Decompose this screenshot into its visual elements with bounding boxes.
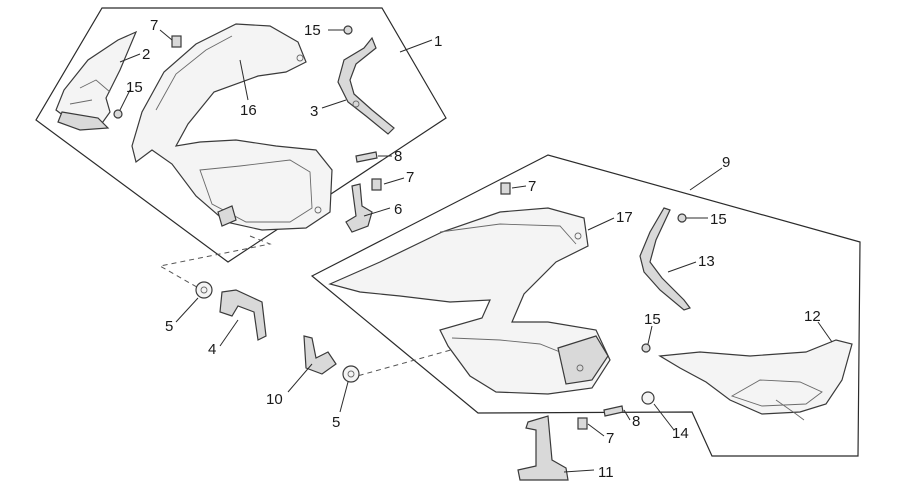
part-4-bracket xyxy=(219,289,267,341)
callout-16: 16 xyxy=(240,102,257,119)
part-5-grommet-center xyxy=(342,365,360,383)
part-17-lower-fairing xyxy=(328,207,611,395)
part-11-support-bracket xyxy=(517,415,569,481)
part-8-screw-upper xyxy=(355,151,378,163)
callout-11: 11 xyxy=(598,464,614,481)
part-12-belly-panel xyxy=(658,339,853,421)
callout-15-right: 15 xyxy=(710,211,727,228)
callout-17: 17 xyxy=(616,209,633,226)
part-15-nut-left xyxy=(113,109,123,119)
callout-5-left: 5 xyxy=(165,318,173,335)
part-15-nut-right xyxy=(677,213,687,223)
part-7-clip-mid xyxy=(371,178,382,191)
part-15-nut-lower xyxy=(641,343,651,353)
part-8-screw-lower xyxy=(603,405,624,417)
callout-7-lower-fairing: 7 xyxy=(528,178,536,195)
alignment-line-lower xyxy=(349,347,459,379)
callout-15-upper: 15 xyxy=(304,22,321,39)
callout-5-center: 5 xyxy=(332,414,340,431)
upper-fairing-assembly-frame xyxy=(35,7,447,263)
part-16-upper-fairing xyxy=(131,23,333,231)
alignment-line-upper xyxy=(158,235,272,291)
callout-14: 14 xyxy=(672,425,689,442)
callout-4: 4 xyxy=(208,341,216,358)
callout-12: 12 xyxy=(804,308,821,325)
part-13-bracket xyxy=(639,207,691,311)
part-7-clip-upper xyxy=(171,35,182,48)
callout-15-left: 15 xyxy=(126,79,143,96)
callout-1: 1 xyxy=(434,33,442,50)
callout-9: 9 xyxy=(722,154,730,171)
callout-15-lower: 15 xyxy=(644,311,661,328)
part-15-nut-upper xyxy=(343,25,353,35)
callout-7-upper: 7 xyxy=(150,17,158,34)
part-3-bracket xyxy=(337,36,395,135)
part-7-clip-bottom xyxy=(577,417,588,430)
callout-10: 10 xyxy=(266,391,283,408)
part-14-washer xyxy=(641,391,655,405)
callout-7-mid: 7 xyxy=(406,169,414,186)
callout-3: 3 xyxy=(310,103,318,120)
part-5-grommet-left xyxy=(195,281,213,299)
leader-lines xyxy=(119,29,833,473)
callout-8-lower: 8 xyxy=(632,413,640,430)
lower-fairing-assembly-frame xyxy=(310,154,861,457)
part-7-clip-lower-fairing xyxy=(500,182,511,195)
callout-6: 6 xyxy=(394,201,402,218)
callout-2: 2 xyxy=(142,46,150,63)
part-2-side-panel xyxy=(55,30,138,131)
callout-13: 13 xyxy=(698,253,715,270)
callout-7-bottom: 7 xyxy=(606,430,614,447)
callout-8-upper: 8 xyxy=(394,148,402,165)
part-6-bracket xyxy=(345,183,373,233)
